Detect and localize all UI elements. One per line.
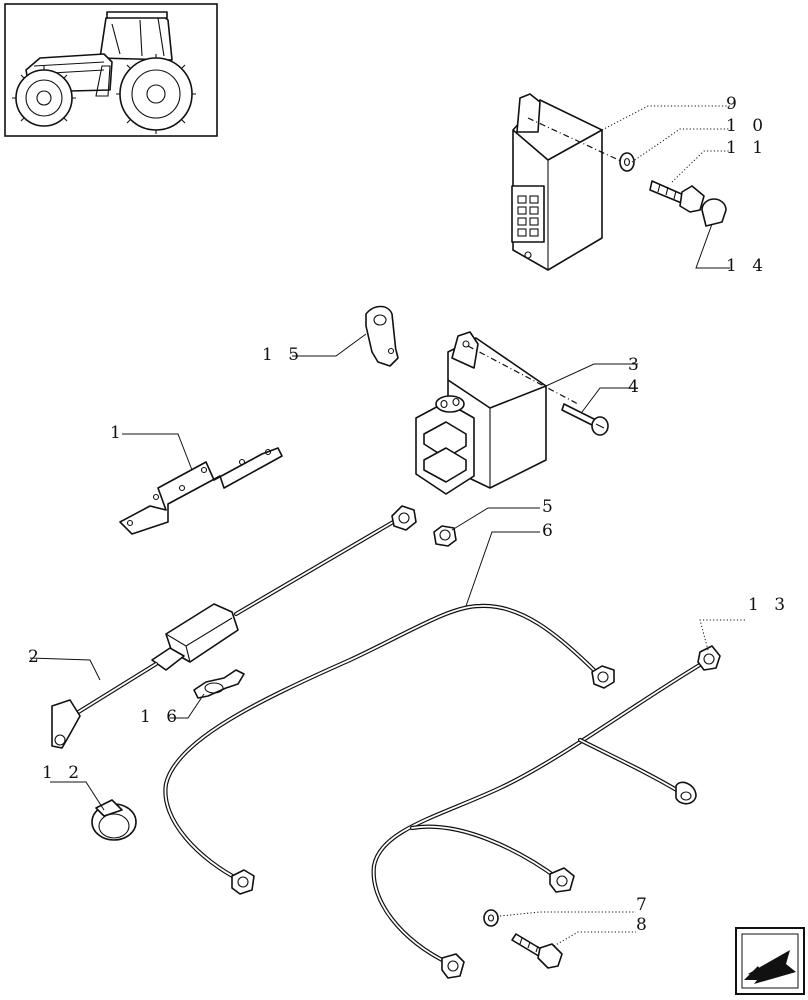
part-15-clip (365, 305, 399, 367)
label-13: 1 3 (748, 595, 790, 615)
label-1: 1 (110, 423, 126, 443)
part-5-nut (433, 525, 457, 547)
label-16: 1 6 (140, 707, 182, 727)
label-8: 8 (636, 915, 652, 935)
label-9: 9 (726, 94, 742, 114)
part-14-cap (701, 198, 727, 227)
label-10: 1 0 (726, 116, 768, 136)
part-7-washer (483, 909, 499, 927)
label-4: 4 (628, 377, 644, 397)
label-7: 7 (636, 895, 652, 915)
label-3: 3 (628, 355, 644, 375)
part-11-bolt (649, 180, 705, 213)
part-16-fuse (193, 669, 245, 699)
part-13-cable (371, 645, 721, 979)
part-1-bracket (119, 447, 283, 535)
part-3-relay (415, 331, 547, 495)
next-page-arrow-icon[interactable] (735, 927, 805, 995)
part-4-bolt (561, 403, 609, 436)
label-2: 2 (28, 647, 44, 667)
label-12: 1 2 (42, 763, 84, 783)
tractor-thumbnail-icon[interactable] (4, 3, 218, 137)
label-15: 1 5 (262, 345, 304, 365)
part-8-bolt (511, 933, 563, 969)
label-6: 6 (542, 521, 558, 541)
label-5: 5 (542, 497, 558, 517)
label-11: 1 1 (726, 138, 768, 158)
part-9-control-module (511, 93, 603, 271)
part-12-clamp (91, 799, 137, 841)
callout-labels: 9 1 0 1 1 1 4 1 5 3 4 1 5 6 1 3 2 1 6 1 … (28, 94, 790, 935)
part-6-cable (163, 603, 615, 895)
label-14: 1 4 (726, 256, 768, 276)
part-10-washer (619, 152, 635, 172)
part-2-fuse-cable (51, 505, 417, 749)
